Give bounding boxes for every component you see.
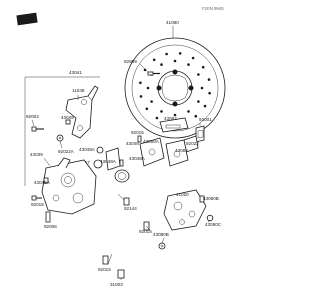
- brake-disc: [124, 37, 226, 139]
- label-bottom-washer: 43080B: [153, 232, 169, 237]
- corner-ref-text: F20N 9945: [202, 6, 224, 11]
- pad-spring: [159, 117, 189, 133]
- rotor-vent-hole: [143, 68, 147, 72]
- label-pad-left: 43050A: [143, 139, 160, 144]
- pad-right: [165, 139, 189, 167]
- label-pad-right: 43082: [175, 148, 188, 153]
- holder-bolt: [199, 195, 205, 203]
- bottom-washer: [158, 242, 166, 250]
- label-piston: 43048A: [100, 159, 117, 164]
- rotor-vent-hole: [150, 100, 153, 103]
- pad-plate: [105, 147, 121, 171]
- rotor-vent-hole: [191, 56, 195, 60]
- rotor-vent-hole: [146, 86, 150, 90]
- label-bleeder-cap: 43045A: [34, 180, 51, 185]
- rotor-vent-hole: [197, 73, 200, 76]
- label-retainer: 92022: [186, 141, 199, 146]
- pin-b: [143, 221, 150, 231]
- label-holder-washer: 43080C: [205, 222, 222, 227]
- bleeder-valve: [31, 195, 42, 201]
- bracket-bolt: [31, 126, 44, 132]
- rotor-vent-hole: [160, 110, 163, 113]
- assembly-bracket-line: [24, 76, 100, 186]
- label-pad-pin-clip: 92001: [199, 117, 212, 122]
- label-disc-bolt: 92809: [124, 59, 137, 64]
- rotor-vent-hole: [155, 116, 159, 120]
- collar: [65, 119, 71, 125]
- bleeder-plug: [45, 211, 51, 223]
- rotor-vent-hole: [208, 91, 211, 95]
- rotor-vent-hole: [201, 65, 205, 69]
- rotor-vent-hole: [160, 63, 163, 66]
- label-caliper-assembly: 43041: [69, 70, 82, 75]
- rotor-vent-hole: [173, 113, 177, 117]
- disc-bolt: [147, 71, 160, 76]
- label-bottom-bolt: 92015: [98, 267, 111, 272]
- rotor-vent-hole: [187, 110, 190, 113]
- rotor-vent-hole: [152, 58, 156, 62]
- label-collar: 43049: [61, 115, 74, 120]
- label-pin-b: 92015: [139, 229, 152, 234]
- rotor-vent-hole: [207, 78, 211, 81]
- caliper-body: [41, 157, 97, 215]
- rotor-vent-hole: [187, 63, 190, 66]
- rotor-vent-hole: [203, 104, 207, 108]
- bottom-bolt: [102, 255, 109, 265]
- bracket-washer: [56, 134, 64, 142]
- rotor-vent-hole: [165, 52, 168, 56]
- bottom-plug: [117, 269, 125, 279]
- pad-pin-clip: [195, 125, 205, 143]
- label-bottom-plug: 31003: [110, 282, 123, 287]
- rotor-vent-hole: [178, 52, 182, 55]
- holder: [163, 189, 207, 231]
- label-bracket-bolt: 92002: [26, 114, 39, 119]
- caliper-bracket: [65, 85, 99, 139]
- label-bracket-washer: 92022A: [58, 149, 75, 154]
- label-holder: 41020: [176, 192, 189, 197]
- label-pad-plate: 43048: [126, 141, 139, 146]
- label-pad-screw-a: 92015: [131, 130, 144, 135]
- corner-ref-badge: F20N 9945: [16, 6, 224, 26]
- rotor-vent-hole: [197, 100, 200, 103]
- label-bleeder-valve: 92015: [31, 202, 44, 207]
- rotor-vent-hole: [194, 114, 198, 118]
- pad-screw-a: [137, 135, 142, 143]
- rotor-vent-hole: [139, 81, 142, 85]
- rotor-vent-hole: [200, 86, 204, 90]
- label-dust-boot: 43049A: [79, 147, 96, 152]
- label-caliper-bracket: 11048: [72, 88, 85, 93]
- pad-screw-b: [119, 159, 124, 167]
- pin-a: [123, 197, 130, 206]
- label-pad-screw-b: 43048A: [129, 156, 146, 161]
- label-pin-a: 92144: [124, 206, 137, 211]
- pad-left: [139, 137, 165, 167]
- label-pad-spring: 43082: [164, 116, 177, 121]
- exploded-parts-diagram: F20N 9945 41080 92809 43041 11048 92002: [16, 6, 226, 287]
- rotor-vent-hole: [173, 59, 177, 63]
- holder-washer: [206, 214, 214, 222]
- seal: [93, 159, 103, 169]
- label-caliper-body: 43039: [30, 152, 43, 157]
- bleeder-cap: [43, 177, 49, 184]
- piston: [114, 169, 130, 183]
- dust-boot: [96, 146, 104, 154]
- label-holder-bolt: 43080B: [203, 196, 219, 201]
- rotor-vent-hole: [139, 95, 143, 98]
- label-brake-disc: 41080: [166, 20, 179, 25]
- label-bleeder-plug: 92006: [44, 224, 57, 229]
- rotor-vent-hole: [145, 107, 149, 111]
